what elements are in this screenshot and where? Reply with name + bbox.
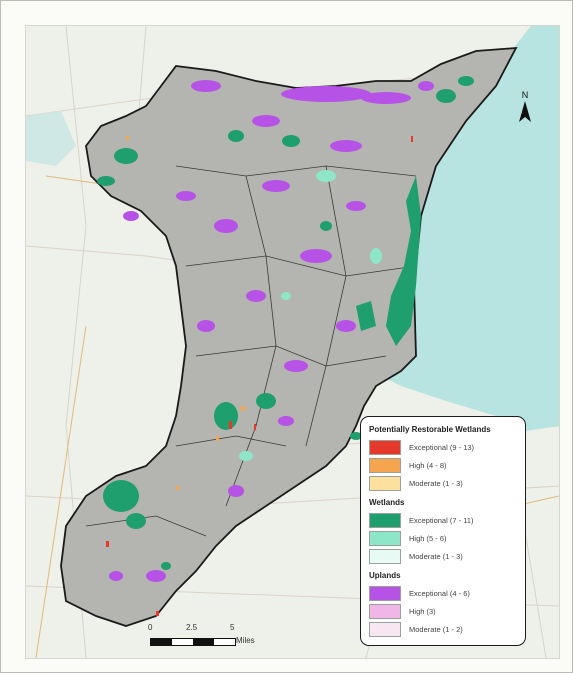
legend-row: Exceptional (4 - 6) [369,584,517,602]
restorable-high-patches [126,136,245,490]
north-arrow-label: N [522,90,529,100]
restorable-exceptional-patches [106,136,413,616]
map-legend: Potentially Restorable Wetlands Exceptio… [360,416,526,646]
legend-row: High (5 - 6) [369,529,517,547]
scale-tick-2: 5 [230,623,235,632]
legend-swatch [369,621,401,637]
legend-row: High (4 - 8) [369,456,517,474]
wetland-high-patches [239,170,382,461]
upland-patches [109,80,434,582]
legend-swatch [369,548,401,564]
legend-row: Exceptional (9 - 13) [369,438,517,456]
legend-swatch [369,512,401,528]
legend-title-restorable: Potentially Restorable Wetlands [369,425,491,434]
legend-row: Moderate (1 - 3) [369,474,517,492]
legend-label: Exceptional (4 - 6) [409,588,470,598]
wetland-patches [97,76,474,570]
legend-label: High (5 - 6) [409,533,447,543]
legend-title-uplands: Uplands [369,571,401,580]
map-canvas[interactable]: N 0 2.5 5 Miles [25,25,560,659]
inland-lake [26,111,76,166]
legend-row: Moderate (1 - 3) [369,547,517,565]
legend-swatch [369,603,401,619]
legend-row: Exceptional (7 - 11) [369,511,517,529]
north-arrow: N [514,88,536,132]
legend-label: Moderate (1 - 3) [409,478,463,488]
legend-title-wetlands: Wetlands [369,498,405,507]
legend-swatch [369,439,401,455]
legend-swatch [369,530,401,546]
legend-swatch [369,585,401,601]
legend-swatch [369,457,401,473]
scale-bar-graphic [150,638,236,646]
map-svg [26,26,559,658]
north-arrow-icon: N [519,90,531,122]
legend-label: Moderate (1 - 2) [409,624,463,634]
legend-row: Moderate (1 - 2) [369,620,517,638]
scale-tick-0: 0 [148,623,153,632]
legend-label: Exceptional (9 - 13) [409,442,475,452]
legend-row: High (3) [369,602,517,620]
scale-tick-1: 2.5 [186,623,198,632]
legend-label: Moderate (1 - 3) [409,551,463,561]
legend-label: Exceptional (7 - 11) [409,515,474,525]
bay-water [371,26,559,431]
scale-bar: 0 2.5 5 Miles [148,623,265,652]
legend-swatch [369,475,401,491]
scale-bar-unit: Miles [236,636,255,645]
study-area-boundary [60,46,518,627]
legend-label: High (3) [409,606,436,616]
legend-label: High (4 - 8) [409,460,447,470]
